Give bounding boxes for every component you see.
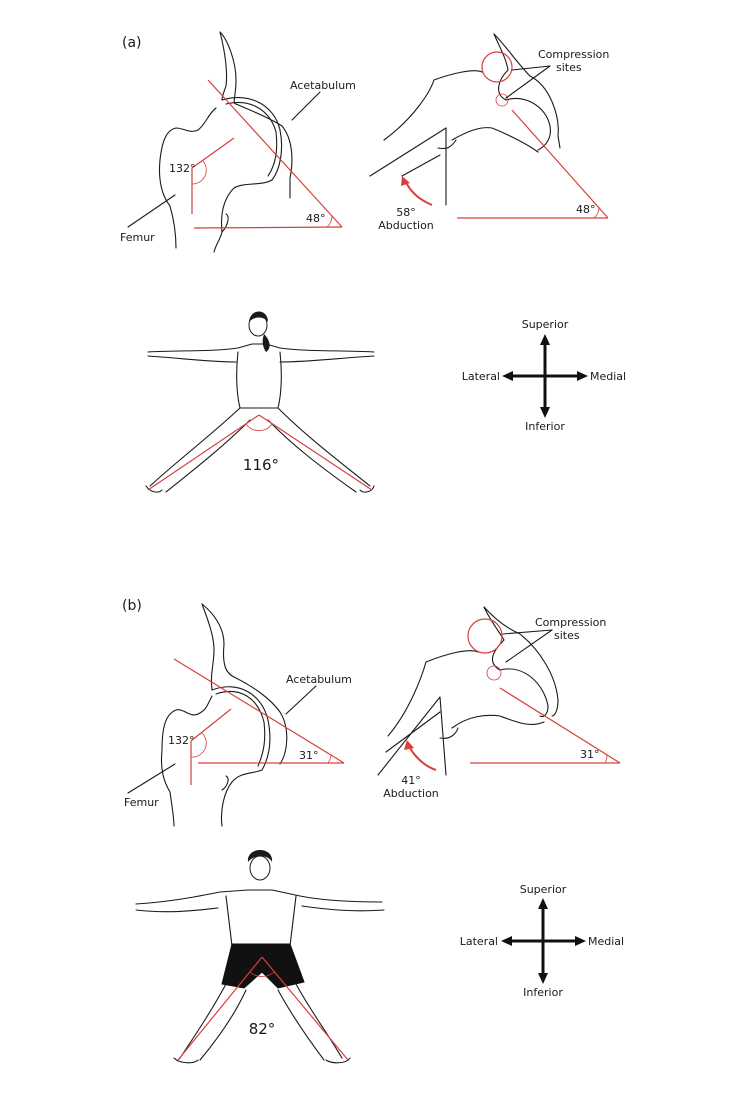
panel-a: (a) Acetabulum Femur 132° 48° [120,31,626,493]
medial-label: Medial [590,370,626,383]
medial-label: Medial [588,935,624,948]
female-figure-illustration: 116° [145,311,375,493]
compression-label-line2: sites [556,61,582,74]
inferior-label: Inferior [523,986,563,999]
superior-label: Superior [522,318,569,331]
arrow-left-icon [502,371,513,381]
orientation-compass: Superior Inferior Lateral Medial [462,318,626,433]
acetabular-angle: 31° [580,748,600,761]
arrow-right-icon [577,371,588,381]
panel-label: (a) [122,35,142,51]
femur-label: Femur [120,231,155,244]
panel-b: (b) Acetabulum Femur 132° 31° [122,598,624,1064]
panel-label: (b) [122,598,142,614]
lateral-label: Lateral [460,935,498,948]
abduction-value: 41° [401,774,421,787]
arrow-right-icon [575,936,586,946]
superior-label: Superior [520,883,567,896]
acetabular-angle: 31° [299,749,319,762]
acetabulum-label: Acetabulum [290,79,356,92]
abduction-arrow-icon [404,740,414,750]
arrow-left-icon [501,936,512,946]
abduction-label: Abduction [378,219,434,232]
abduction-value: 58° [396,206,416,219]
leg-angle-label: 116° [243,456,279,474]
neck-shaft-angle: 132° [168,734,195,747]
abduction-arrow-icon [401,176,410,186]
leg-angle-label: 82° [249,1020,276,1038]
hip-abducted-diagram: Compression sites 41° Abduction 31° [377,606,621,800]
compression-label-line1: Compression [535,616,606,629]
inferior-label: Inferior [525,420,565,433]
arrow-up-icon [540,334,550,345]
compression-label-line1: Compression [538,48,609,61]
acetabular-angle: 48° [576,203,596,216]
lateral-label: Lateral [462,370,500,383]
male-figure-illustration: 82° [135,850,385,1064]
arrow-up-icon [538,898,548,909]
arrow-down-icon [540,407,550,418]
acetabular-angle: 48° [306,212,326,225]
arrow-down-icon [538,973,548,984]
orientation-compass: Superior Inferior Lateral Medial [460,883,624,999]
abduction-label: Abduction [383,787,439,800]
hip-neutral-diagram: Acetabulum Femur 132° 48° [120,31,356,253]
acetabulum-label: Acetabulum [286,673,352,686]
hip-neutral-diagram: Acetabulum Femur 132° 31° [124,603,352,827]
hip-abducted-diagram: Compression sites 58° Abduction 48° [369,33,609,232]
femur-label: Femur [124,796,159,809]
compression-label-line2: sites [554,629,580,642]
neck-shaft-angle: 132° [169,162,196,175]
